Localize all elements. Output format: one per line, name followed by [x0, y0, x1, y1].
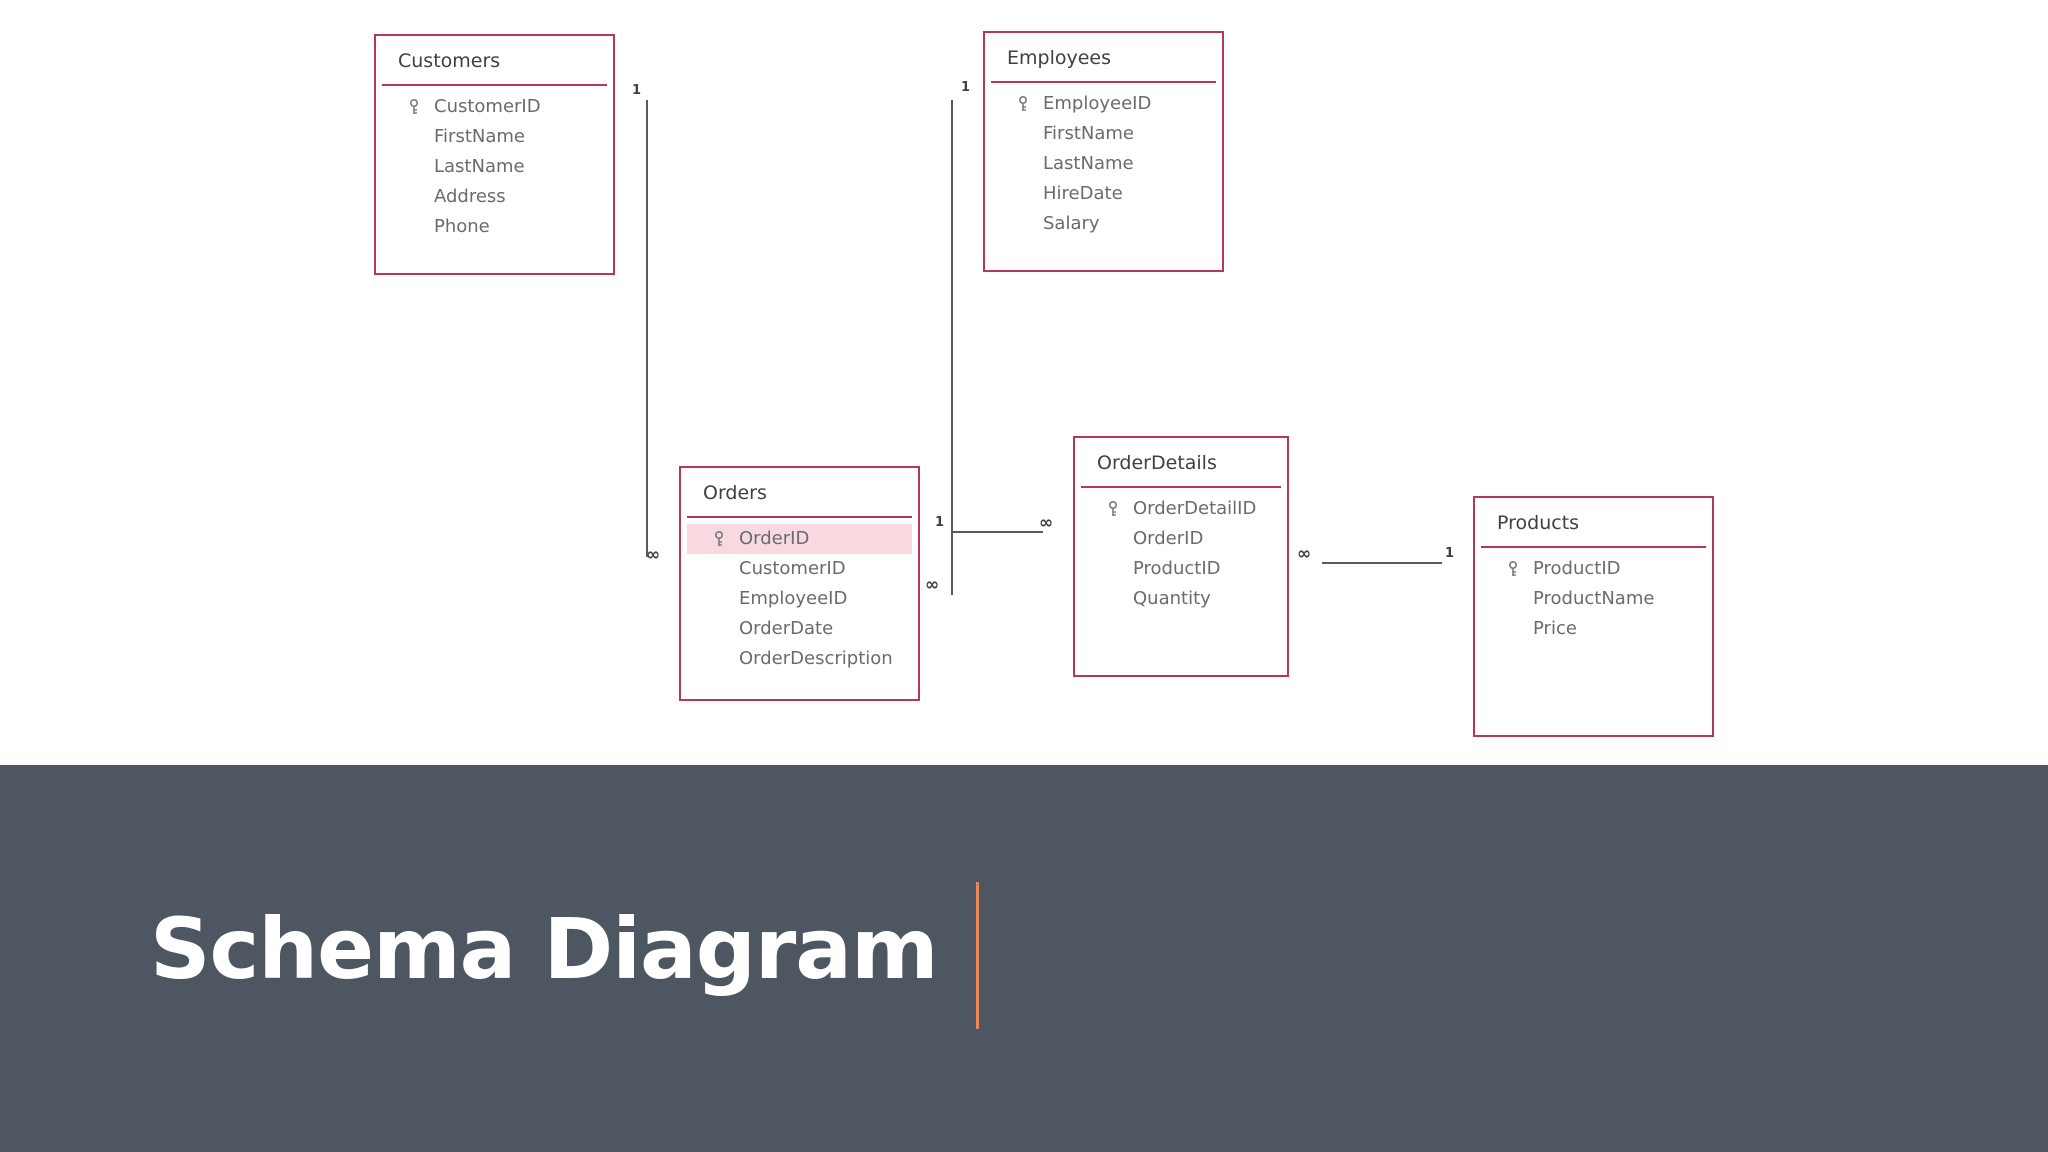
table-title: Products: [1497, 512, 1580, 534]
cardinality-many-label: ∞: [1039, 513, 1053, 533]
page-title: Schema Diagram: [150, 900, 938, 998]
field-row[interactable]: OrderDescription: [687, 644, 912, 674]
cardinality-many-label: ∞: [925, 575, 939, 595]
field-row[interactable]: ProductName: [1481, 584, 1706, 614]
field-name: OrderID: [1133, 528, 1204, 549]
table-title: Employees: [1007, 47, 1111, 69]
cardinality-one-label: 1: [632, 83, 641, 98]
field-name: LastName: [1043, 153, 1134, 174]
field-name: FirstName: [1043, 123, 1134, 144]
field-row[interactable]: CustomerID: [687, 554, 912, 584]
field-row[interactable]: HireDate: [991, 179, 1216, 209]
relationship-lines: 1 ∞ 1 ∞ 1 ∞ 1 ∞: [632, 80, 1454, 595]
primary-key-field[interactable]: OrderDetailID: [1081, 494, 1281, 524]
field-name: HireDate: [1043, 183, 1123, 204]
field-row[interactable]: LastName: [382, 152, 607, 182]
field-row[interactable]: LastName: [991, 149, 1216, 179]
field-name: ProductID: [1133, 558, 1221, 579]
title-banner: Schema Diagram: [0, 765, 2048, 1152]
primary-key-field[interactable]: EmployeeID: [991, 89, 1216, 119]
cardinality-many-label: ∞: [1297, 544, 1311, 564]
cardinality-one-label: 1: [935, 515, 944, 530]
field-name: OrderDescription: [739, 648, 893, 669]
key-icon: [1508, 561, 1518, 577]
field-row[interactable]: Price: [1481, 614, 1706, 644]
field-name: Address: [434, 186, 506, 207]
field-name: Salary: [1043, 213, 1100, 234]
primary-key-field[interactable]: ProductID: [1481, 554, 1706, 584]
field-name: EmployeeID: [739, 588, 848, 609]
cardinality-one-label: 1: [1445, 546, 1454, 561]
field-name: CustomerID: [739, 558, 846, 579]
field-name: LastName: [434, 156, 525, 177]
field-name: OrderDetailID: [1133, 498, 1257, 519]
field-row[interactable]: FirstName: [991, 119, 1216, 149]
field-row[interactable]: EmployeeID: [687, 584, 912, 614]
field-row[interactable]: FirstName: [382, 122, 607, 152]
title-divider: [1081, 486, 1281, 488]
table-title: Customers: [398, 50, 501, 72]
cardinality-one-label: 1: [961, 80, 970, 95]
key-icon: [714, 531, 724, 547]
title-divider: [687, 516, 912, 518]
field-name: EmployeeID: [1043, 93, 1152, 114]
title-divider: [1481, 546, 1706, 548]
field-name: FirstName: [434, 126, 525, 147]
field-row[interactable]: Salary: [991, 209, 1216, 239]
title-divider: [991, 81, 1216, 83]
field-name: ProductID: [1533, 558, 1621, 579]
field-name: Quantity: [1133, 588, 1211, 609]
field-name: ProductName: [1533, 588, 1655, 609]
table-title: Orders: [703, 482, 767, 504]
key-icon: [1018, 96, 1028, 112]
field-row[interactable]: Quantity: [1081, 584, 1281, 614]
key-icon: [409, 99, 419, 115]
field-row[interactable]: ProductID: [1081, 554, 1281, 584]
title-divider: [382, 84, 607, 86]
field-name: OrderID: [739, 528, 810, 549]
cardinality-many-label: ∞: [646, 545, 660, 565]
field-name: OrderDate: [739, 618, 834, 639]
primary-key-field[interactable]: CustomerID: [382, 92, 607, 122]
field-list: OrderDetailID OrderID ProductID Quantity: [1081, 494, 1281, 614]
field-row[interactable]: Address: [382, 182, 607, 212]
table-title: OrderDetails: [1097, 452, 1217, 474]
key-icon: [1108, 501, 1118, 517]
field-row[interactable]: OrderDate: [687, 614, 912, 644]
field-name: Price: [1533, 618, 1577, 639]
field-name: Phone: [434, 216, 490, 237]
field-row[interactable]: Phone: [382, 212, 607, 242]
field-row[interactable]: OrderID: [1081, 524, 1281, 554]
accent-divider: [976, 882, 979, 1029]
primary-key-field[interactable]: OrderID: [687, 524, 912, 554]
field-name: CustomerID: [434, 96, 541, 117]
